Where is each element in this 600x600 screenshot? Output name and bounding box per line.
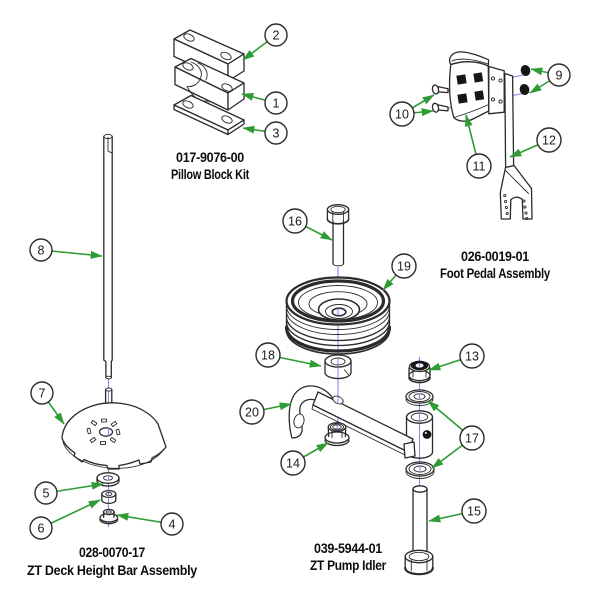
callout-20-number: 20	[245, 405, 259, 419]
callout-12-balloon	[536, 127, 562, 153]
callout-17-number: 17	[465, 431, 479, 445]
callout-19-number: 19	[397, 259, 411, 273]
callout-7-balloon	[30, 381, 54, 405]
callout-14-number: 14	[286, 456, 300, 470]
bore-centerline-segments	[107, 308, 421, 514]
callout-13-number: 13	[465, 349, 479, 363]
assembly-labels: 017-9076-00 Pillow Block Kit 026-0019-01…	[27, 150, 551, 578]
pedal-rubber-pads	[456, 72, 485, 104]
height-index-cam-plate	[61, 402, 167, 470]
callout-10-balloon	[389, 101, 415, 127]
deck-height-part-number: 028-0070-17	[79, 545, 145, 560]
pedal-mount-bracket	[488, 65, 505, 115]
pump-idler-drawing	[284, 204, 435, 576]
deck-height-bar-drawing	[61, 133, 167, 525]
pedal-arm	[499, 72, 533, 221]
callout-20-balloon	[239, 399, 265, 425]
callout-5-balloon	[34, 481, 58, 505]
foot-pedal-plate	[448, 51, 490, 122]
callout-9-number: 9	[556, 68, 563, 82]
foot-pedal-drawing	[431, 51, 533, 221]
pillow-block-kit-drawing	[173, 29, 245, 136]
callout-2-balloon	[264, 23, 288, 47]
callout-15-number: 15	[467, 504, 481, 518]
callout-6-balloon	[29, 516, 53, 540]
pedal-carriage-bolts	[431, 84, 449, 113]
callout-8-number: 8	[38, 243, 45, 257]
pillow-block-name: Pillow Block Kit	[171, 167, 250, 182]
callout-15-balloon	[461, 498, 487, 524]
pillow-block-bottom-half	[174, 57, 245, 111]
callout-5-number: 5	[43, 486, 50, 500]
cam-index-slots	[86, 418, 121, 445]
callout-1-number: 1	[273, 96, 280, 110]
callout-4-balloon	[160, 512, 184, 536]
height-bar-nut	[99, 508, 119, 525]
callout-16-balloon	[282, 208, 308, 234]
callout-17-balloon	[459, 425, 485, 451]
idler-arm	[311, 391, 416, 459]
callout-11-balloon	[466, 153, 492, 179]
callout-8-balloon	[29, 238, 53, 262]
callout-3-balloon	[264, 121, 288, 145]
callout-14-balloon	[280, 450, 306, 476]
callout-2-number: 2	[273, 28, 280, 42]
callout-1-balloon	[264, 91, 288, 115]
pump-idler-name: ZT Pump Idler	[310, 558, 387, 573]
pillow-block-base-plate	[173, 94, 245, 136]
height-bar-rod	[103, 133, 113, 407]
idler-pulley-bolt	[326, 204, 350, 267]
callout-18-number: 18	[261, 348, 275, 362]
callout-10-number: 10	[395, 107, 409, 121]
pillow-block-part-number: 017-9076-00	[176, 150, 244, 165]
pump-idler-locknut	[408, 360, 431, 384]
callout-9-balloon	[547, 63, 571, 87]
callout-13-balloon	[459, 343, 485, 369]
foot-pedal-name: Foot Pedal Assembly	[440, 266, 551, 281]
pedal-flange-nuts	[519, 65, 531, 95]
callout-4-number: 4	[169, 517, 176, 531]
callout-3-number: 3	[273, 126, 280, 140]
callout-7-number: 7	[39, 386, 46, 400]
callout-12-number: 12	[542, 133, 556, 147]
pump-idler-part-number: 039-5944-01	[314, 541, 383, 556]
callout-6-number: 6	[38, 521, 45, 535]
deck-height-name: ZT Deck Height Bar Assembly	[27, 563, 198, 578]
callout-19-balloon	[391, 253, 417, 279]
idler-pulley	[284, 276, 392, 355]
callout-16-number: 16	[288, 214, 302, 228]
callout-18-balloon	[255, 342, 281, 368]
callout-11-number: 11	[473, 159, 486, 173]
pedal-arm-adjust-holes	[503, 193, 529, 221]
idler-pivot-bolt	[404, 485, 434, 576]
foot-pedal-part-number: 026-0019-01	[461, 249, 530, 264]
